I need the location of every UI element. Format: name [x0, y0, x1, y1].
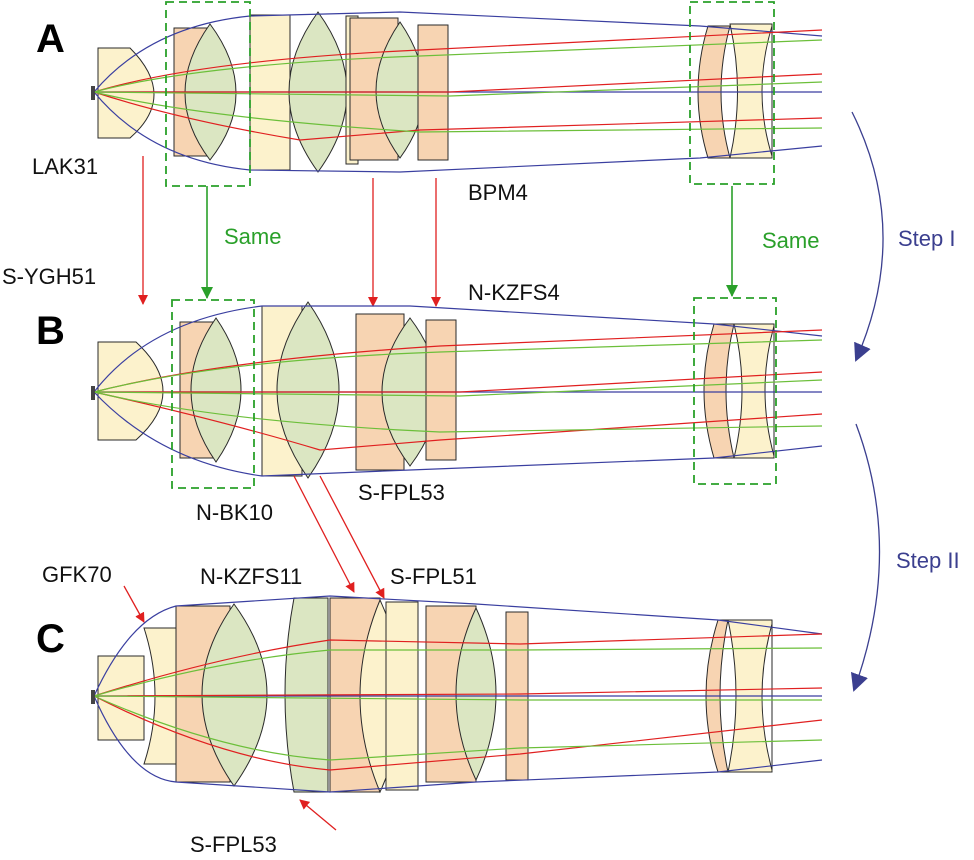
label-s-ygh51: S-YGH51: [2, 264, 96, 289]
step-ii-label: Step II: [896, 548, 960, 573]
lens-elements-b: [97, 301, 775, 479]
panel-c-letter: C: [36, 617, 65, 661]
ray-fan-c: [93, 595, 823, 793]
lens-system-c: [91, 595, 823, 794]
step-ii-arrow: [850, 423, 881, 692]
label-lak31: LAK31: [32, 154, 98, 179]
lens-system-b: [91, 301, 823, 479]
arrow-to-s-fpl51: [319, 475, 385, 599]
highlight-box-b-right: [693, 297, 777, 485]
object-source-c: [91, 690, 95, 704]
label-gfk70: GFK70: [42, 562, 112, 587]
label-n-bk10: N-BK10: [196, 500, 273, 525]
label-s-fpl53-c: S-FPL53: [190, 832, 277, 857]
ray-fan-b: [93, 305, 823, 477]
arrow-to-n-kzfs11: [293, 475, 355, 593]
step-i-arrow: [851, 111, 884, 362]
lens-system-a: [91, 11, 823, 173]
highlight-box-b-left: [171, 299, 255, 489]
object-source-a: [91, 86, 95, 100]
panel-a-letter: A: [36, 17, 65, 61]
label-s-fpl51: S-FPL51: [390, 564, 477, 589]
arrow-gfk70: [123, 585, 145, 623]
annotation-same-right: Same: [762, 228, 819, 253]
label-n-kzfs11: N-KZFS11: [200, 564, 302, 589]
highlight-box-a-right: [689, 1, 775, 185]
label-bpm4: BPM4: [468, 180, 528, 205]
object-source-b: [91, 386, 95, 400]
label-n-kzfs4: N-KZFS4: [468, 280, 560, 305]
step-i-label: Step I: [898, 226, 955, 251]
arrow-s-fpl53-c: [299, 799, 337, 831]
annotation-same-left: Same: [224, 224, 281, 249]
highlight-box-a-left: [165, 1, 251, 187]
panel-b-letter: B: [36, 309, 65, 353]
label-s-fpl53-b: S-FPL53: [358, 480, 445, 505]
